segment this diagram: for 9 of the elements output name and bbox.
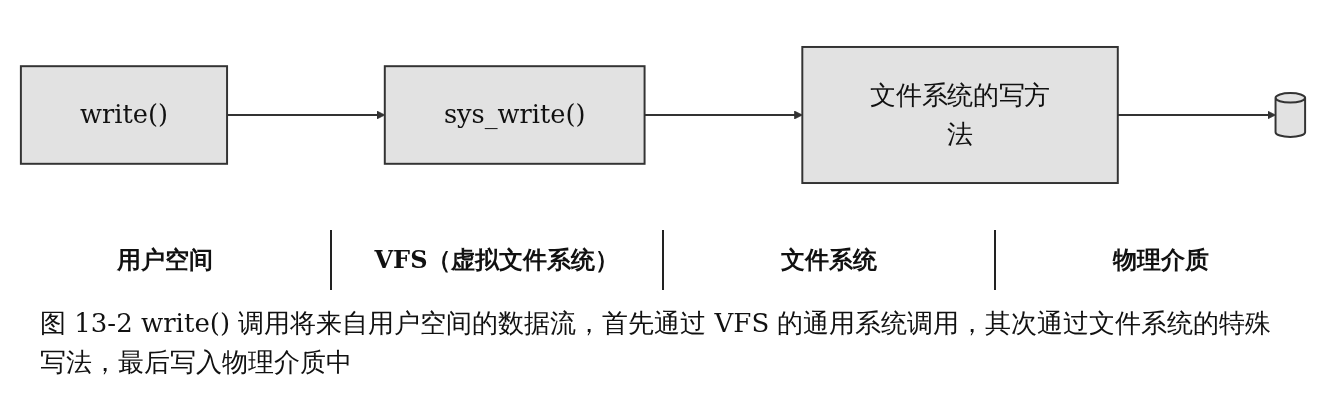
column-label: 用户空间	[117, 244, 213, 276]
node-box: sys_write()	[383, 65, 646, 165]
node-cylinder	[1274, 92, 1307, 138]
column-label: VFS（虚拟文件系统）	[374, 244, 620, 276]
node-box: 文件系统的写方法	[801, 46, 1119, 184]
column-label: 物理介质	[1113, 244, 1209, 276]
node-box: write()	[19, 65, 229, 165]
figure-caption: 图 13-2 write() 调用将来自用户空间的数据流，首先通过 VFS 的通用系统调用，其次通过文件系统的特殊写法，最后写入物理介质中	[40, 307, 1273, 379]
column-label: 文件系统	[781, 244, 877, 276]
